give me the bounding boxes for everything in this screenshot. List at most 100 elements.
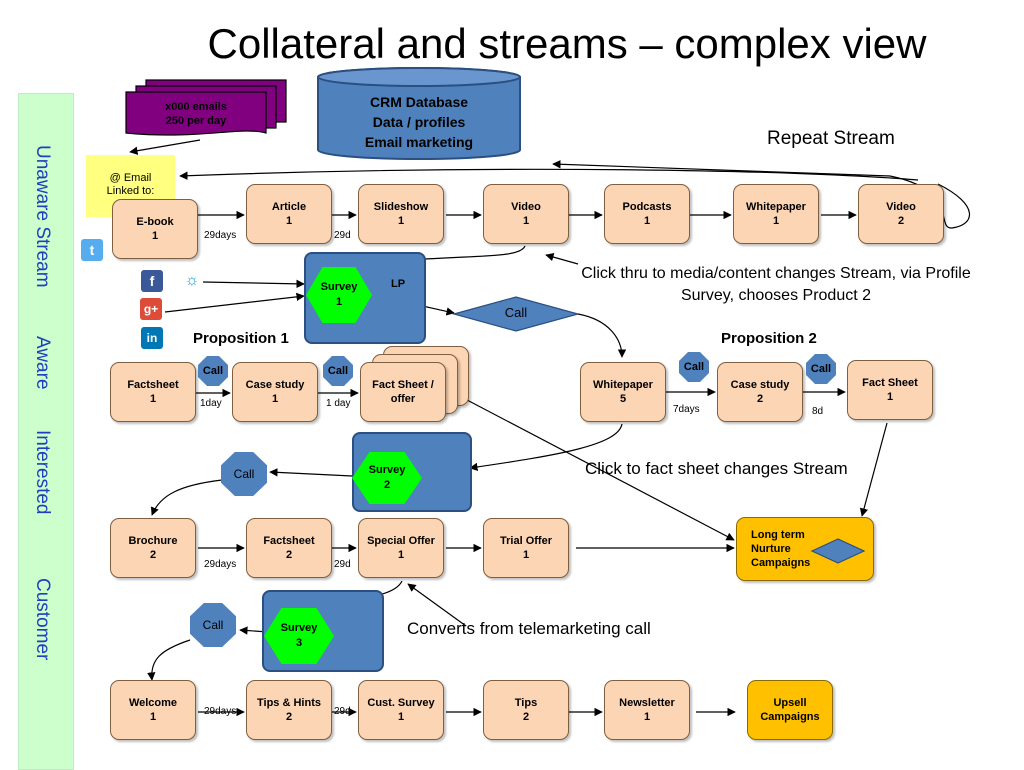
node-label: Newsletter: [619, 697, 675, 709]
node-label: Article: [271, 201, 307, 213]
proposition-1: Proposition 1: [193, 330, 289, 347]
node-num: 2: [522, 711, 530, 723]
node-label: Slideshow: [373, 201, 429, 213]
node-label: Case study: [730, 379, 790, 391]
lp-label: LP: [391, 278, 406, 290]
call-octagon: Call: [198, 356, 228, 386]
linkedin-icon: in: [141, 327, 163, 349]
node-num: 1: [643, 711, 651, 723]
node-num: 1: [522, 215, 530, 227]
node-label: Case study: [245, 379, 305, 391]
repeat-stream-label: Repeat Stream: [767, 128, 895, 149]
node-num: 1: [772, 215, 780, 227]
stage-customer: Customer: [32, 578, 53, 661]
googleplus-icon: g+: [140, 298, 162, 320]
converts-note: Converts from telemarketing call: [407, 619, 651, 638]
email-count: x000 emails: [165, 101, 227, 113]
node-num: 1: [522, 549, 530, 561]
survey-label: Survey: [368, 464, 406, 476]
proposition-2: Proposition 2: [721, 330, 817, 347]
email-note: @ Email Linked to:: [86, 172, 175, 198]
node-num: 2: [285, 549, 293, 561]
node-tips-2: Tips 2: [483, 680, 569, 740]
crm-database: CRM Database Data / profiles Email marke…: [318, 92, 520, 152]
crm-line2: Data / profiles: [372, 114, 466, 130]
node-num: 2: [285, 711, 293, 723]
node-label: Cust. Survey: [367, 697, 435, 709]
stage-interested: Interested: [32, 430, 53, 515]
gap-label: 29d: [334, 559, 351, 570]
node-label: Tips & Hints: [257, 697, 321, 709]
stage-bar: [18, 93, 74, 770]
gap-label: 29d: [334, 230, 351, 241]
call-octagon: Call: [190, 603, 236, 647]
gap-label: 1 day: [326, 398, 351, 409]
call-octagon: Call: [323, 356, 353, 386]
node-label: Trial Offer: [500, 535, 552, 547]
upsell-line1: Upsell: [773, 697, 807, 709]
call-octagon: Call: [679, 352, 709, 382]
crm-line1: CRM Database: [369, 94, 469, 110]
node-case-study-1: Case study 1: [232, 362, 318, 422]
crm-line3: Email marketing: [364, 134, 474, 150]
node-num: 1: [149, 393, 157, 405]
node-label: Fact Sheet /: [372, 379, 434, 391]
twitter-icon: t: [81, 239, 103, 261]
node-video-2: Video 2: [858, 184, 944, 244]
node-label: Special Offer: [367, 535, 435, 547]
gap-label: 7days: [673, 404, 700, 415]
survey-label: Survey: [280, 622, 318, 634]
gap-label: 29days: [204, 706, 237, 717]
node-label: Tips: [514, 697, 538, 709]
email-note-line2: Linked to:: [106, 185, 155, 197]
node-num: 1: [271, 393, 279, 405]
fact-sheet-note: Click to fact sheet changes Stream: [585, 459, 848, 478]
node-label: Whitepaper: [746, 201, 806, 213]
node-cust-survey-1: Cust. Survey 1: [358, 680, 444, 740]
node-num: 1: [397, 215, 405, 227]
node-label: Fact Sheet: [862, 377, 918, 389]
call-octagon: Call: [221, 452, 267, 496]
node-label: Welcome: [128, 697, 178, 709]
node-label: Factsheet: [127, 379, 179, 391]
survey-num: 1: [335, 296, 343, 308]
long-term-line2: Nurture: [751, 543, 791, 555]
gap-label: 29days: [204, 230, 237, 241]
node-factsheet-2: Factsheet 2: [246, 518, 332, 578]
long-term-line1: Long term: [751, 529, 805, 541]
node-num: 1: [151, 230, 159, 242]
gap-label: 29days: [204, 559, 237, 570]
node-newsletter-1: Newsletter 1: [604, 680, 690, 740]
node-num: 2: [149, 549, 157, 561]
upsell-line2: Campaigns: [760, 711, 820, 723]
node-video-1: Video 1: [483, 184, 569, 244]
node-label: Factsheet: [263, 535, 315, 547]
node-label: Brochure: [128, 535, 178, 547]
node-welcome-1: Welcome 1: [110, 680, 196, 740]
call-diamond-label: Call: [504, 305, 528, 320]
node-num: 1: [643, 215, 651, 227]
stage-aware: Aware: [32, 336, 53, 390]
node-long-term-nurture: Long term Nurture Campaigns: [736, 517, 874, 581]
node-num: 2: [897, 215, 905, 227]
email-note-line1: @ Email: [109, 172, 152, 184]
email-rate: 250 per day: [165, 115, 227, 127]
node-num: 1: [397, 711, 405, 723]
node-label: Video: [511, 201, 541, 213]
node-label: Video: [886, 201, 916, 213]
gap-label: 29d: [334, 706, 351, 717]
lightbulb-icon: ☼: [181, 270, 203, 292]
click-thru-note: Click thru to media/content changes Stre…: [581, 265, 971, 304]
node-tips-hints-2: Tips & Hints 2: [246, 680, 332, 740]
node-num: 1: [149, 711, 157, 723]
node-slideshow-1: Slideshow 1: [358, 184, 444, 244]
node-whitepaper-1: Whitepaper 1: [733, 184, 819, 244]
